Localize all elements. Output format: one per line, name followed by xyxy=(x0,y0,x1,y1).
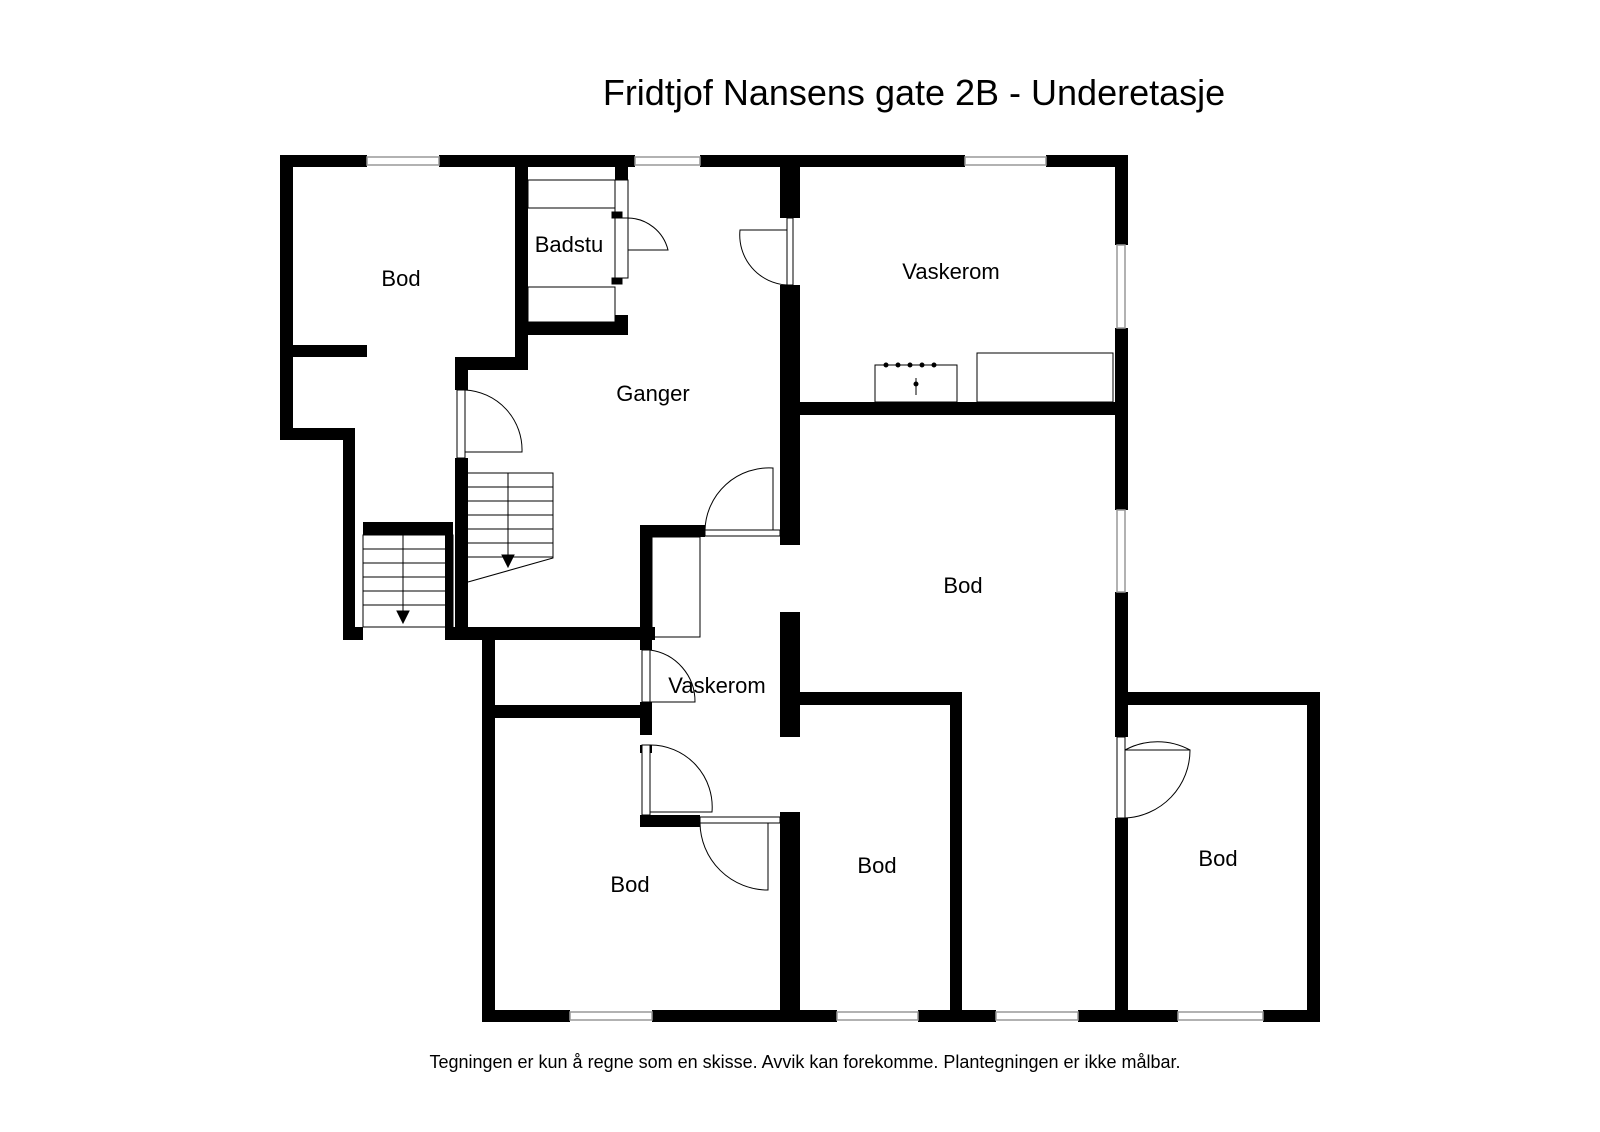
room-label-bod-center: Bod xyxy=(943,573,982,598)
wall-small-vask-east-top xyxy=(640,640,652,650)
stairs-west xyxy=(362,522,454,640)
wall-small-vask-east xyxy=(640,702,652,735)
door-sw-bod xyxy=(641,744,713,816)
window-east-2 xyxy=(1116,509,1126,593)
laundry-counter xyxy=(976,352,1114,403)
wall-bottom-2 xyxy=(652,1010,837,1022)
window-top-3 xyxy=(964,156,1047,166)
room-label-bod-sw: Bod xyxy=(610,872,649,897)
walls xyxy=(280,155,1320,1022)
wall-se-top xyxy=(1115,692,1320,705)
door-vaskerom-ne xyxy=(739,217,794,286)
doors xyxy=(456,179,1191,891)
wall-bod-mid-west xyxy=(780,812,800,1022)
wall-badstu-east-top xyxy=(615,155,628,180)
wall-east-2 xyxy=(1115,328,1128,510)
wall-vask-west-top xyxy=(780,155,800,218)
wall-bod-badstu xyxy=(515,155,528,370)
wall-top-2 xyxy=(439,155,635,167)
wall-east-1 xyxy=(1115,155,1128,245)
wall-small-vask-south xyxy=(482,705,652,718)
window-east-1 xyxy=(1116,244,1126,329)
wall-bod-ganger xyxy=(455,357,528,370)
wall-badstu-south xyxy=(515,322,625,335)
laundry-sink xyxy=(874,364,958,403)
wall-west-stairs xyxy=(343,428,355,640)
wall-top-1 xyxy=(280,155,367,167)
room-label-bod-nw: Bod xyxy=(381,266,420,291)
window-bottom-2 xyxy=(836,1011,919,1021)
window-top-1 xyxy=(366,156,440,166)
disclaimer-note: Tegningen er kun å regne som en skisse. … xyxy=(429,1052,1181,1072)
wall-stair-bottom-left xyxy=(343,627,363,640)
wall-east-3 xyxy=(1115,592,1128,737)
wall-sw-west xyxy=(482,627,495,1022)
wall-vask-west xyxy=(780,285,800,545)
door-sw-lower xyxy=(699,816,781,891)
door-small-vaskerom xyxy=(641,649,696,703)
wall-west-nw xyxy=(280,155,293,440)
wall-closet-top xyxy=(640,525,705,537)
wall-bod-mid-east xyxy=(950,692,962,1022)
room-label-ganger: Ganger xyxy=(616,381,689,406)
wall-bod-mid-top xyxy=(800,692,962,705)
room-label-bod-se: Bod xyxy=(1198,846,1237,871)
door-se-bod xyxy=(1116,736,1191,819)
stairs-ganger xyxy=(467,472,554,583)
wall-east-4 xyxy=(1115,818,1128,1018)
wall-badstu-east-bottom xyxy=(615,315,628,335)
wall-bottom-3 xyxy=(918,1010,996,1022)
door-bod-nw xyxy=(456,389,523,459)
wall-se-east xyxy=(1307,692,1320,1022)
wall-sw-bod-top xyxy=(640,815,700,827)
windows xyxy=(366,156,1264,1021)
wall-nw-stub xyxy=(280,345,367,357)
wall-center-1 xyxy=(780,612,800,737)
window-top-2 xyxy=(634,156,701,166)
window-bottom-3 xyxy=(995,1011,1079,1021)
window-bottom-1 xyxy=(569,1011,653,1021)
wall-bottom-4 xyxy=(1078,1010,1178,1022)
plan-title: Fridtjof Nansens gate 2B - Underetasje xyxy=(602,72,1226,113)
room-label-vaskerom-small: Vaskerom xyxy=(668,673,765,698)
door-center-bod xyxy=(704,467,781,537)
wall-closet-west xyxy=(640,525,652,640)
wall-nw-step xyxy=(280,428,355,440)
room-labels: Bod Badstu Vaskerom Ganger Bod Vaskerom … xyxy=(381,232,1237,897)
window-bottom-4 xyxy=(1177,1011,1264,1021)
badstu-benches xyxy=(527,179,616,323)
wall-bottom-5 xyxy=(1263,1010,1320,1022)
wall-ganger-west-top xyxy=(455,357,468,390)
room-label-badstu: Badstu xyxy=(535,232,604,257)
wall-top-4 xyxy=(1046,155,1128,167)
room-label-bod-south-mid: Bod xyxy=(857,853,896,878)
wall-ganger-south xyxy=(445,627,655,640)
wall-ganger-west xyxy=(455,458,468,638)
door-badstu xyxy=(611,179,669,285)
wall-bottom-1 xyxy=(482,1010,570,1022)
room-label-vaskerom-ne: Vaskerom xyxy=(902,259,999,284)
wall-vask-south xyxy=(800,402,1128,415)
wall-top-3 xyxy=(700,155,965,167)
closet xyxy=(651,536,701,638)
laundry-fixtures xyxy=(874,352,1114,403)
